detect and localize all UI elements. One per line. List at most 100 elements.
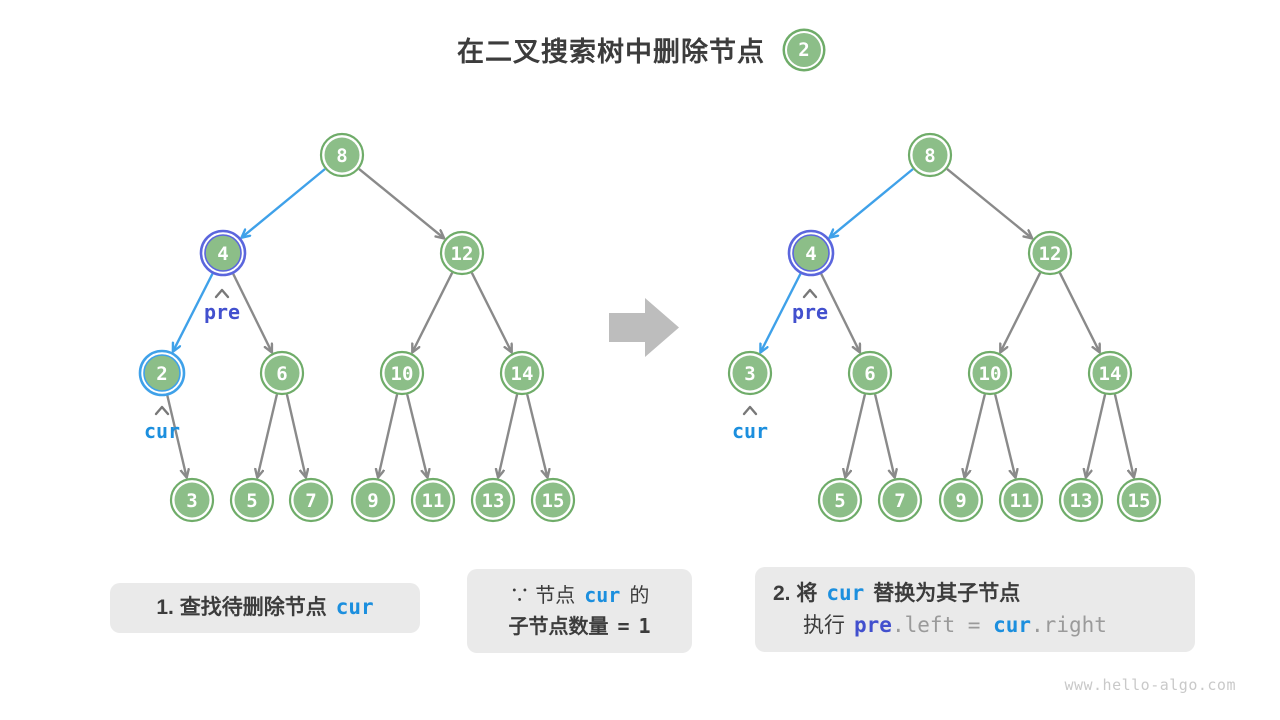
node-value: 5 (246, 490, 257, 512)
right-tree: 8 4 12 3 6 10 14 5 7 9 11 13 15 pre cur (727, 132, 1162, 523)
node-disc (475, 482, 511, 518)
cur-caret-icon (742, 405, 758, 416)
node-disc (415, 482, 451, 518)
reason-cur-code: cur (584, 583, 621, 607)
node-disc (1092, 355, 1128, 391)
tree-node-3: 3 (169, 477, 215, 523)
node-value: 8 (336, 145, 347, 167)
tree-node-5: 5 (817, 477, 863, 523)
equals-sign: = (617, 614, 630, 638)
node-disc (852, 355, 888, 391)
step1-text: 1. 查找待删除节点 (156, 596, 327, 620)
tree-node-6: 6 (847, 350, 893, 396)
node-value: 14 (1099, 363, 1122, 385)
node-disc (204, 234, 242, 272)
node-disc (912, 137, 948, 173)
step2-line1-suffix: 替换为其子节点 (873, 582, 1021, 605)
edge-8-4-highlight (242, 168, 326, 238)
node-value: 3 (744, 363, 755, 385)
right-tree-edges (760, 167, 1134, 478)
node-value: 4 (805, 243, 816, 265)
tree-node-7: 7 (877, 477, 923, 523)
step1-cur-code: cur (335, 595, 374, 620)
edge-2-3 (166, 395, 186, 477)
node-disc (143, 354, 181, 392)
tree-node-15: 15 (1116, 477, 1162, 523)
reason-line1-suffix: 的 (629, 585, 650, 607)
node-disc (174, 482, 210, 518)
tree-node-4-pre: 4 (787, 229, 835, 277)
node-value: 14 (511, 363, 534, 385)
node-disc (1121, 482, 1157, 518)
edge-4-6 (232, 273, 272, 353)
edge-4-2-highlight (173, 272, 214, 352)
reason-line2-text: 子节点数量 (508, 616, 609, 638)
edge-14-13 (498, 394, 519, 477)
tree-node-13: 13 (470, 477, 516, 523)
node-value: 10 (391, 363, 414, 385)
reason-line1-prefix: ∵ 节点 (509, 585, 576, 607)
tree-node-10: 10 (967, 350, 1013, 396)
tree-node-5: 5 (229, 477, 275, 523)
transition-arrow-icon (609, 298, 679, 357)
node-disc (1063, 482, 1099, 518)
deleted-node-badge: 2 (785, 30, 823, 69)
node-value: 12 (451, 243, 474, 265)
node-value: 9 (955, 490, 966, 512)
tree-node-14: 14 (499, 350, 545, 396)
step2-cur-right-code: cur (993, 612, 1032, 637)
step2-cur-code: cur (826, 581, 865, 605)
left-tree: 8 4 12 2 6 10 14 3 5 7 9 11 13 15 pre cu… (138, 132, 576, 523)
cur-pointer-label: cur (732, 419, 768, 443)
edge-10-9 (965, 394, 986, 477)
node-disc (792, 234, 830, 272)
cur-pointer-label: cur (144, 419, 180, 443)
edge-14-15 (1113, 394, 1134, 477)
step2-line2-prefix: 执行 (803, 613, 845, 637)
node-value: 12 (1039, 243, 1062, 265)
edge-6-7 (873, 394, 895, 477)
caption-step1: 1. 查找待删除节点 cur (110, 583, 420, 633)
tree-node-15: 15 (530, 477, 576, 523)
step2-line1-prefix: 2. 将 (773, 582, 818, 605)
node-disc (732, 355, 768, 391)
tree-node-6: 6 (259, 350, 305, 396)
left-tree-nodes: 8 4 12 2 6 10 14 3 5 7 9 11 13 15 (138, 132, 576, 523)
node-value: 11 (422, 490, 445, 512)
node-disc (882, 482, 918, 518)
node-value: 15 (1128, 490, 1151, 512)
edge-12-10 (412, 272, 454, 353)
deleted-node-value: 2 (798, 38, 810, 61)
node-disc (972, 355, 1008, 391)
tree-node-12: 12 (1027, 230, 1073, 276)
step2-right-code: .right (1031, 612, 1107, 637)
node-disc (293, 482, 329, 518)
node-value: 7 (894, 490, 905, 512)
node-disc (1003, 482, 1039, 518)
node-value: 11 (1010, 490, 1033, 512)
node-disc (504, 355, 540, 391)
node-value: 7 (305, 490, 316, 512)
tree-node-2-cur: 2 (138, 349, 186, 397)
tree-node-9: 9 (350, 477, 396, 523)
edge-6-5 (257, 394, 279, 477)
node-disc (535, 482, 571, 518)
node-disc (1032, 235, 1068, 271)
edge-10-9 (378, 394, 399, 477)
node-value: 3 (186, 490, 197, 512)
edge-6-5 (845, 394, 867, 477)
node-value: 9 (367, 490, 378, 512)
node-value: 10 (979, 363, 1002, 385)
cur-caret-icon (154, 405, 170, 416)
tree-node-4-pre: 4 (199, 229, 247, 277)
tree-node-14: 14 (1087, 350, 1133, 396)
edge-12-14 (1058, 272, 1100, 353)
node-value: 4 (217, 243, 228, 265)
step2-pre-code: pre (854, 612, 892, 637)
pre-caret-icon (802, 288, 818, 299)
edge-8-12 (946, 167, 1032, 239)
left-tree-edges (166, 167, 547, 478)
node-disc (355, 482, 391, 518)
